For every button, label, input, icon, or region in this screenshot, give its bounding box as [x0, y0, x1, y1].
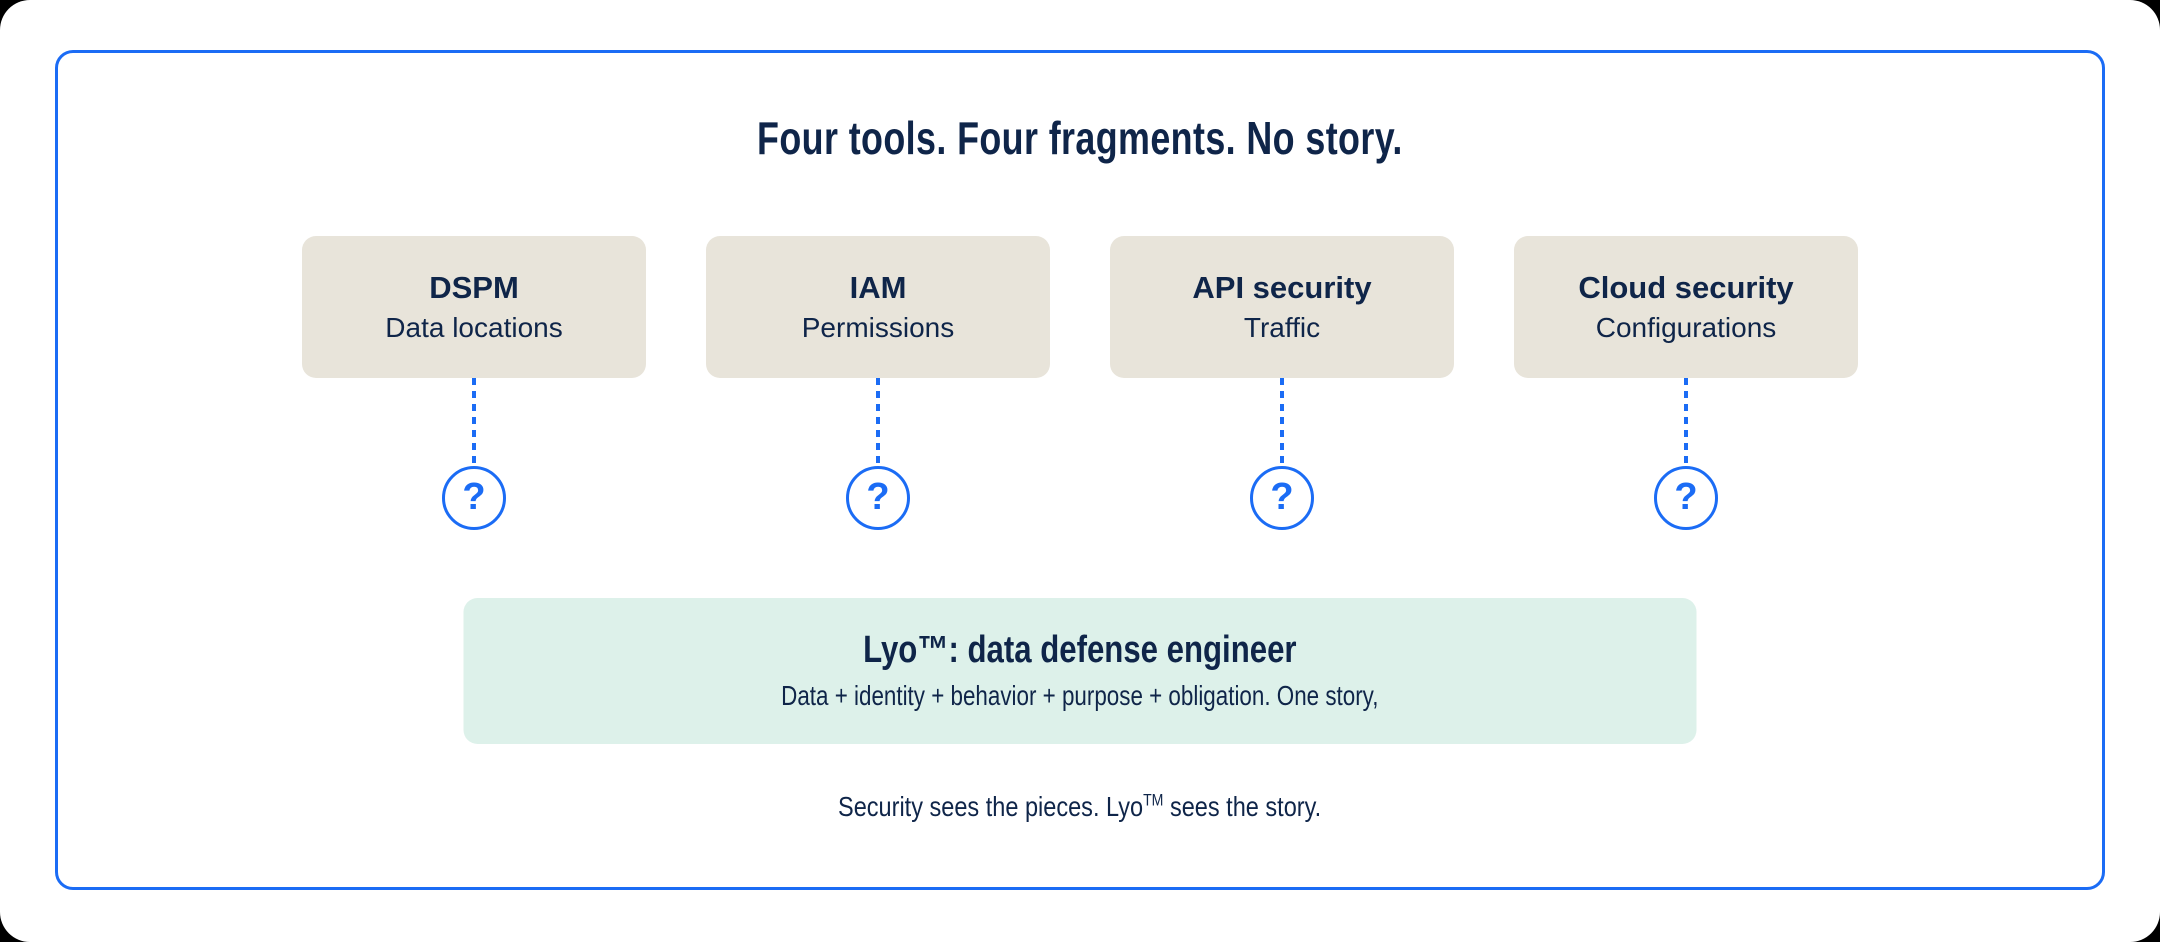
tool-box-iam: IAM Permissions — [706, 236, 1050, 378]
footer-suffix: sees the story. — [1163, 791, 1322, 822]
tool-unit-dspm: DSPM Data locations ? — [302, 236, 646, 530]
tool-fragment: Data locations — [385, 311, 563, 343]
tool-unit-iam: IAM Permissions ? — [706, 236, 1050, 530]
tool-name: IAM — [849, 270, 907, 306]
question-mark-icon: ? — [866, 476, 890, 518]
tool-unit-api-security: API security Traffic ? — [1110, 236, 1454, 530]
tools-row: DSPM Data locations ? IAM Permissions ? — [58, 236, 2102, 530]
blue-frame: Four tools. Four fragments. No story. DS… — [55, 50, 2105, 890]
tool-fragment: Permissions — [801, 311, 955, 343]
question-mark-icon: ? — [1674, 476, 1698, 518]
tool-box-api-security: API security Traffic — [1110, 236, 1454, 378]
solution-heading: Lyo™: data defense engineer — [816, 629, 1345, 672]
tool-name: Cloud security — [1578, 270, 1794, 306]
page-title-text: Four tools. Four fragments. No story. — [757, 112, 1403, 164]
solution-box: Lyo™: data defense engineer Data + ident… — [463, 598, 1697, 744]
question-circle: ? — [1654, 466, 1718, 530]
question-circle: ? — [442, 466, 506, 530]
question-mark-icon: ? — [462, 476, 486, 518]
trademark-superscript: TM — [1143, 790, 1164, 810]
question-mark-icon: ? — [1270, 476, 1294, 518]
dotted-connector-line — [876, 378, 880, 466]
question-circle: ? — [846, 466, 910, 530]
dotted-connector-line — [1684, 378, 1688, 466]
tool-name: DSPM — [429, 270, 519, 306]
footer-prefix: Security sees the pieces. Lyo — [838, 791, 1144, 822]
tool-fragment: Configurations — [1595, 311, 1777, 343]
dotted-connector-line — [1280, 378, 1284, 466]
tool-unit-cloud-security: Cloud security Configurations ? — [1514, 236, 1858, 530]
tool-box-cloud-security: Cloud security Configurations — [1514, 236, 1858, 378]
question-circle: ? — [1250, 466, 1314, 530]
tool-box-dspm: DSPM Data locations — [302, 236, 646, 378]
dotted-connector-line — [472, 378, 476, 466]
tool-fragment: Traffic — [1243, 311, 1321, 343]
footer-tagline: Security sees the pieces. LyoTM sees the… — [58, 789, 2102, 825]
solution-subheading-text: Data + identity + behavior + purpose + o… — [781, 680, 1379, 711]
tool-name: API security — [1192, 270, 1372, 306]
page-title: Four tools. Four fragments. No story. — [58, 111, 2102, 166]
footer-tagline-text: Security sees the pieces. LyoTM sees the… — [838, 789, 1321, 825]
solution-subheading: Data + identity + behavior + purpose + o… — [707, 680, 1454, 712]
solution-heading-text: Lyo™: data defense engineer — [863, 629, 1297, 672]
